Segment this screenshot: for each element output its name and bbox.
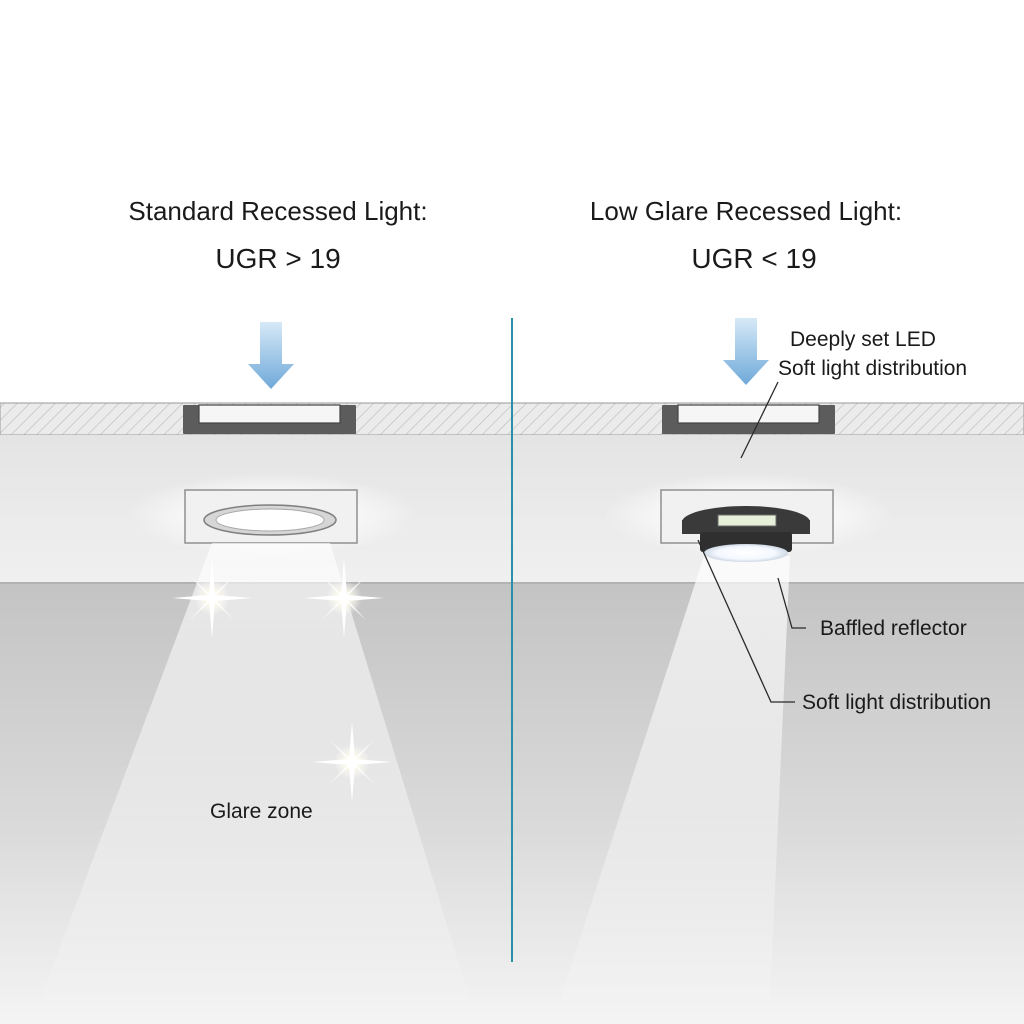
callout-baffle: Baffled reflector <box>820 617 967 640</box>
callout-deep-led: Deeply set LED <box>790 328 936 351</box>
down-arrow-icon <box>723 318 769 385</box>
standard-fixture <box>40 404 470 1000</box>
low-glare-ugr-rating: UGR < 19 <box>691 243 817 274</box>
soft-beam <box>560 556 790 1000</box>
callout-soft-top: Soft light distribution <box>778 357 968 380</box>
low-glare-fixture <box>560 404 893 1000</box>
down-arrow-icon <box>248 322 294 389</box>
glare-zone-label: Glare zone <box>210 800 313 823</box>
sparkle-icon <box>304 558 384 638</box>
sparkle-icon <box>312 722 392 802</box>
standard-title: Standard Recessed Light: <box>128 196 428 226</box>
callout-leaders <box>697 381 806 703</box>
sparkle-icon <box>172 558 252 638</box>
standard-ugr-rating: UGR > 19 <box>215 243 341 274</box>
callout-soft-bottom: Soft light distribution <box>802 691 992 714</box>
standard-beam <box>40 543 470 1000</box>
low-glare-title: Low Glare Recessed Light: <box>589 196 903 226</box>
